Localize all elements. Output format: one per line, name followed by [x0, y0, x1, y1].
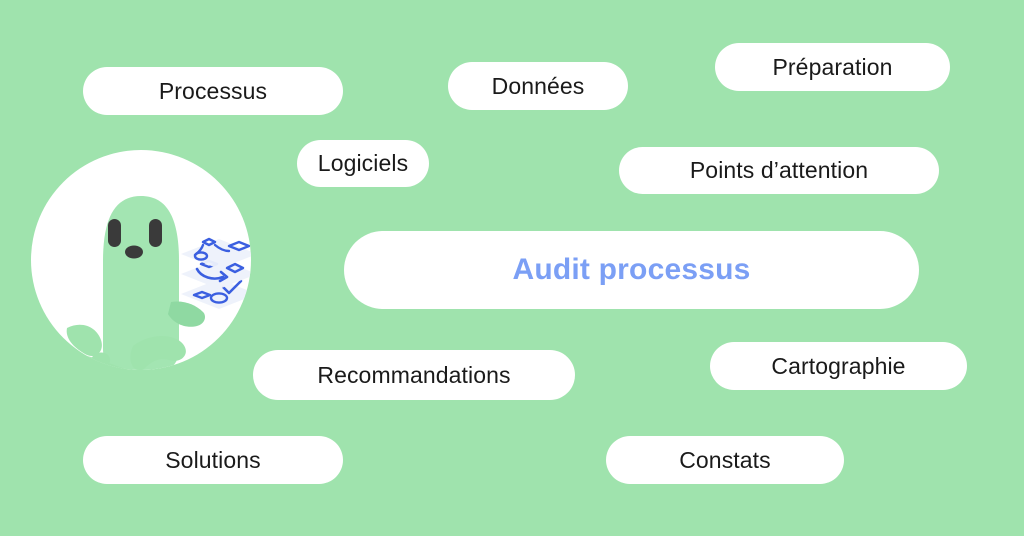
mascot-badge — [31, 150, 251, 370]
mascot-nose — [125, 245, 143, 259]
keyword-pill-label: Recommandations — [317, 361, 511, 388]
keyword-pill-label: Points d’attention — [689, 157, 869, 183]
keyword-pill-label: Solutions — [165, 446, 261, 473]
process-card-bottom — [181, 279, 251, 309]
process-cards-stack — [181, 237, 251, 309]
keyword-pill-label: Constats — [679, 446, 771, 473]
keyword-pill-donnees[interactable]: Données — [448, 62, 628, 110]
center-pill-audit-processus[interactable]: Audit processus — [344, 231, 919, 309]
process-card-top — [181, 237, 251, 269]
center-pill-label: Audit processus — [512, 253, 751, 286]
keyword-pill-cartographie[interactable]: Cartographie — [710, 342, 967, 390]
keyword-pill-logiciels[interactable]: Logiciels — [297, 140, 429, 187]
keyword-pill-label: Logiciels — [317, 150, 409, 176]
keyword-pill-processus[interactable]: Processus — [83, 67, 343, 115]
keyword-pill-solutions[interactable]: Solutions — [83, 436, 343, 484]
mascot-left-eye — [108, 219, 121, 247]
keyword-pill-points-dattention[interactable]: Points d’attention — [619, 147, 939, 194]
keyword-pill-label: Données — [491, 72, 585, 99]
keyword-pill-constats[interactable]: Constats — [606, 436, 844, 484]
mascot-illustration — [31, 150, 251, 370]
keyword-pill-recommandations[interactable]: Recommandations — [253, 350, 575, 400]
keyword-pill-label: Préparation — [772, 53, 893, 80]
mascot-arm — [168, 301, 205, 327]
mascot-blob-right — [130, 336, 186, 370]
mascot-right-eye — [149, 219, 162, 247]
keyword-pill-label: Cartographie — [771, 352, 906, 379]
keyword-pill-label: Processus — [158, 77, 268, 104]
mascot-blob-left — [66, 324, 102, 357]
keyword-pill-preparation[interactable]: Préparation — [715, 43, 950, 91]
